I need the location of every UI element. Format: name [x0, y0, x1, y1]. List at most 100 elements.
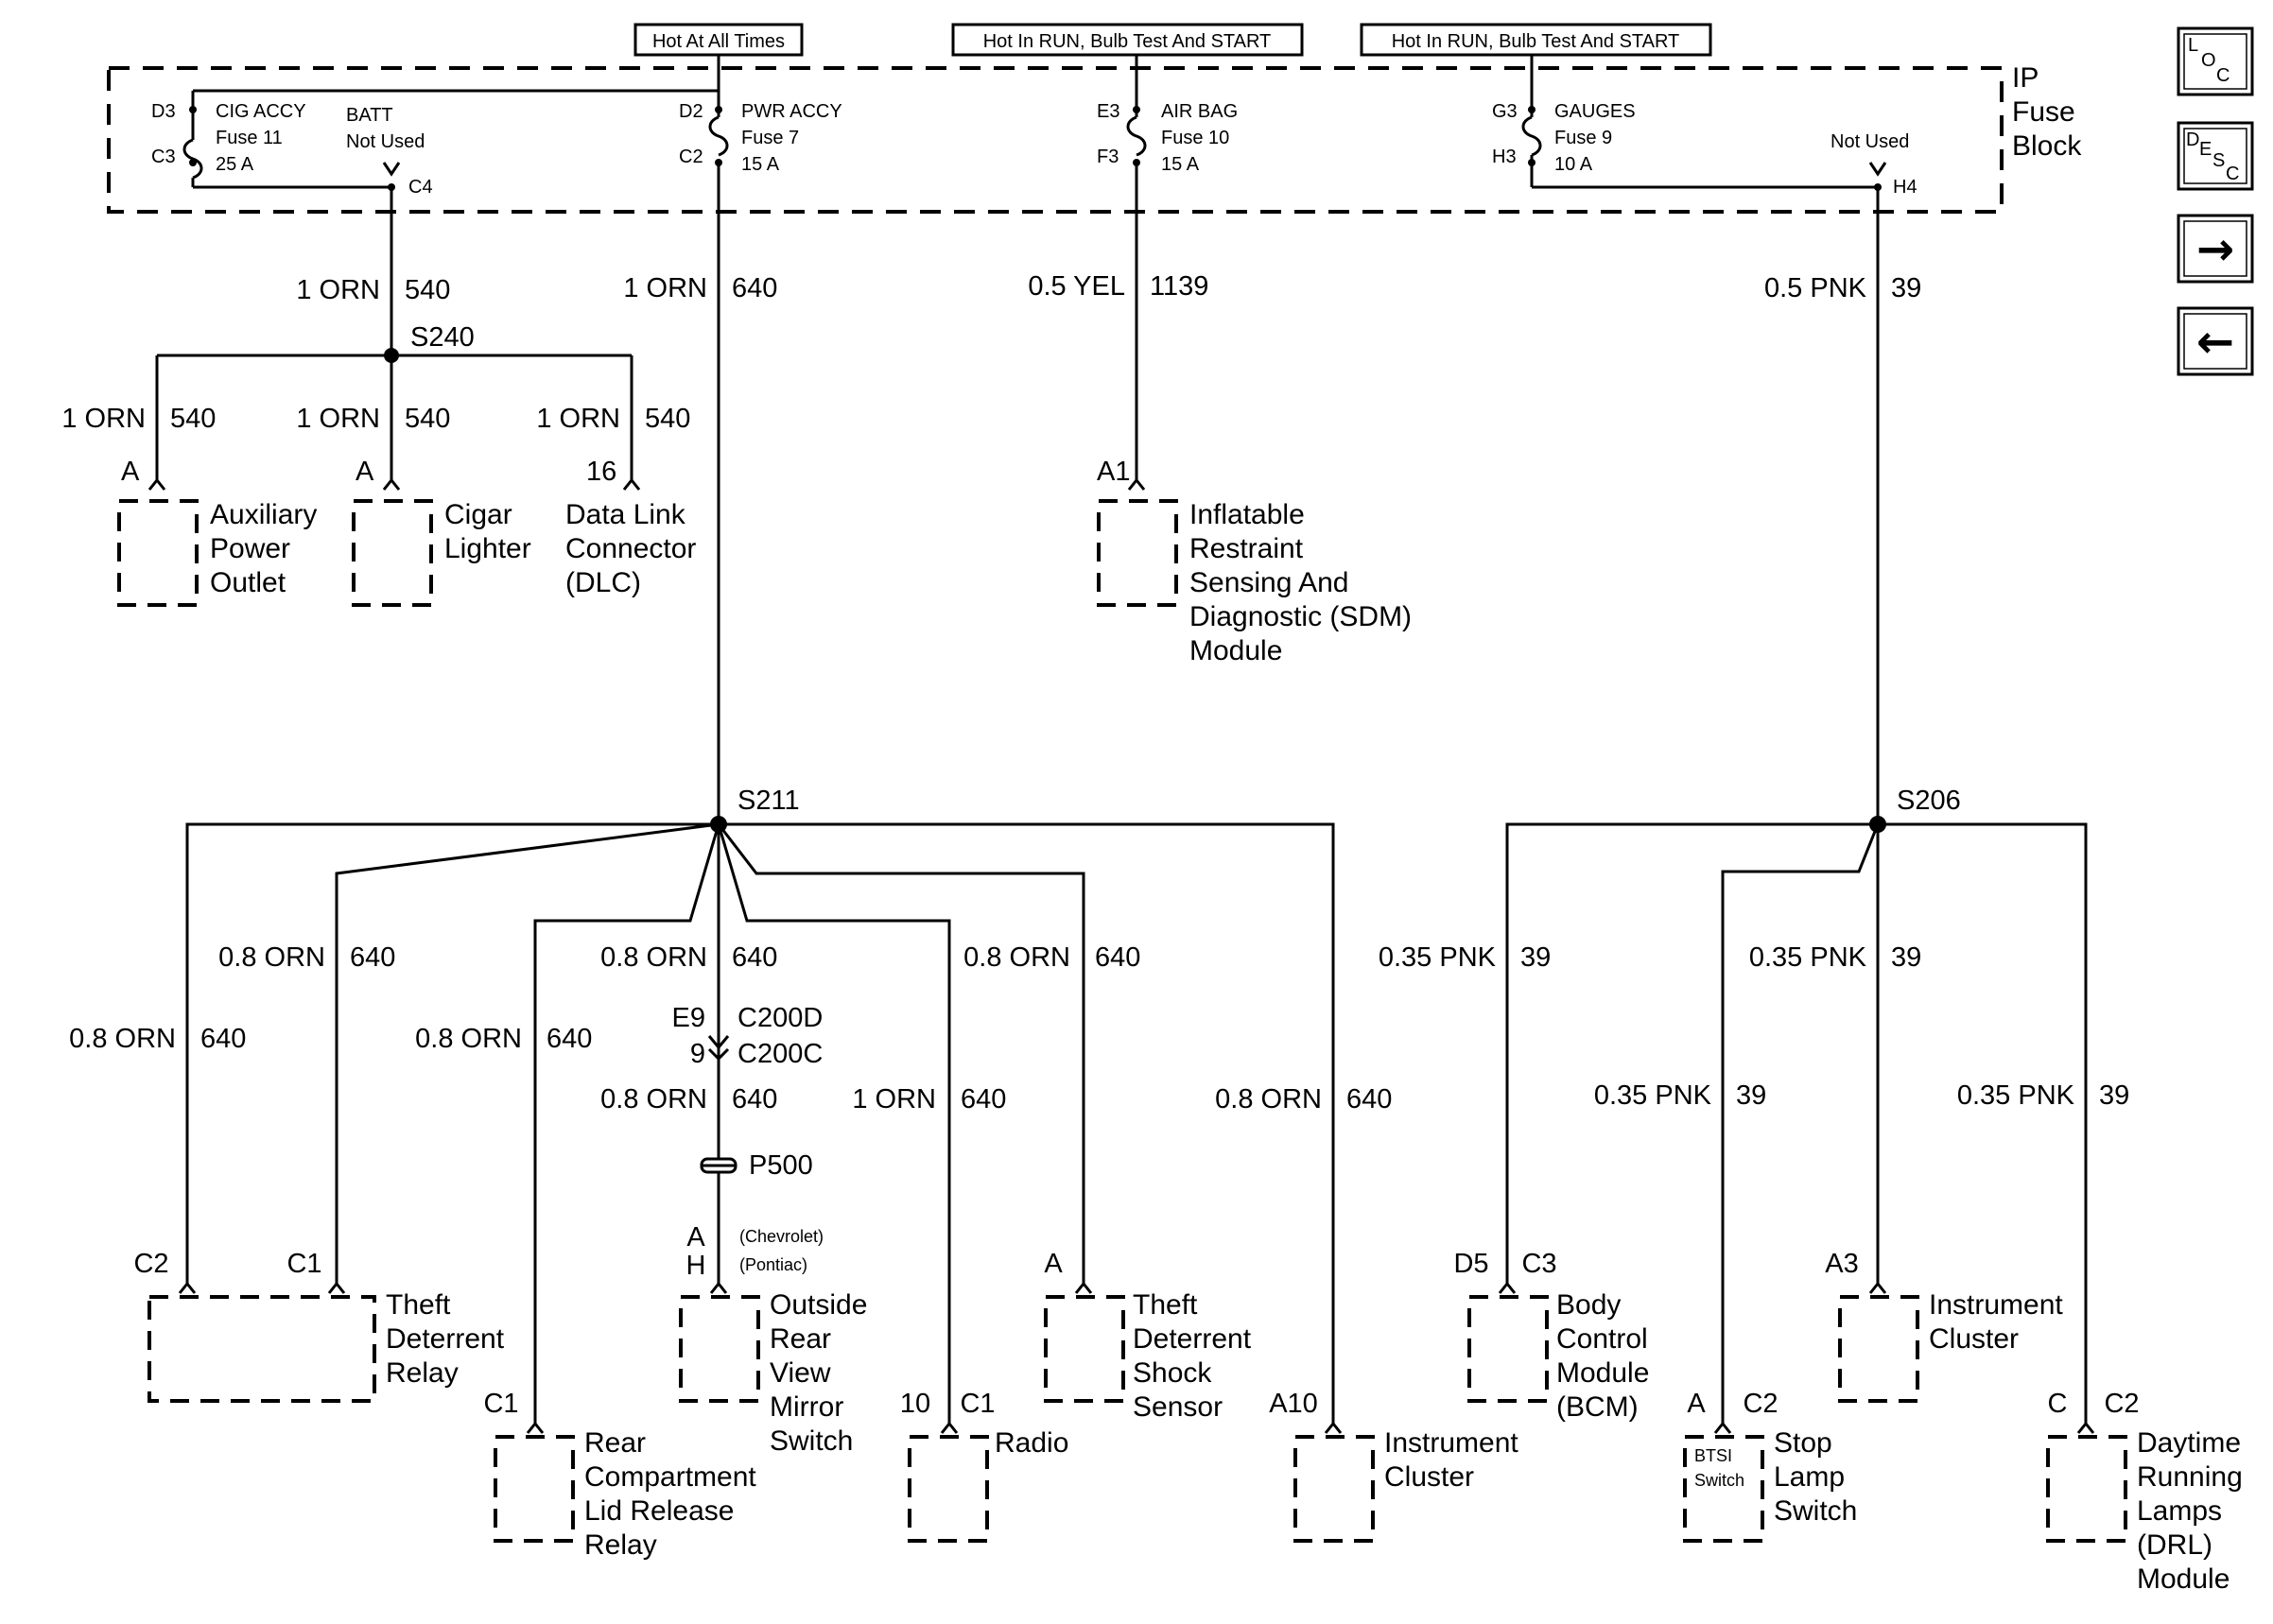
- svg-text:0.8 ORN: 0.8 ORN: [600, 1084, 707, 1114]
- svg-text:P500: P500: [749, 1150, 813, 1181]
- inline-connector-c200: E9 C200D 9 C200C: [672, 1003, 824, 1069]
- svg-text:16: 16: [586, 457, 616, 487]
- svg-text:Instrument: Instrument: [1929, 1289, 2063, 1321]
- svg-text:C1: C1: [960, 1389, 995, 1419]
- svg-text:Rear: Rear: [770, 1323, 831, 1355]
- svg-text:640: 640: [547, 1024, 592, 1054]
- fuse-gauges: G3 H3 GAUGES Fuse 9 10 A: [1492, 68, 1878, 189]
- svg-text:Switch: Switch: [1694, 1471, 1744, 1490]
- svg-text:Fuse: Fuse: [2012, 96, 2075, 128]
- description-button[interactable]: D E S C: [2177, 121, 2254, 191]
- location-button[interactable]: L O C: [2177, 26, 2254, 96]
- svg-text:L: L: [2188, 35, 2198, 56]
- svg-text:Instrument: Instrument: [1384, 1427, 1518, 1459]
- wire-label-cigar: 1 ORN 540: [296, 404, 450, 434]
- svg-text:Lamp: Lamp: [1774, 1461, 1845, 1493]
- wire-label-radio: 1 ORN 640: [852, 1084, 1006, 1114]
- component-auxiliary-power-outlet: A Auxiliary Power Outlet: [117, 457, 317, 607]
- svg-text:A: A: [356, 457, 374, 487]
- wire-label-td-c2: 0.8 ORN 640: [69, 1024, 246, 1054]
- wire-label-540-main: 1 ORN 540: [296, 275, 450, 305]
- svg-text:9: 9: [690, 1039, 705, 1069]
- svg-text:Restraint: Restraint: [1189, 533, 1304, 564]
- svg-text:A: A: [686, 1222, 705, 1253]
- svg-text:Lid Release: Lid Release: [584, 1495, 734, 1527]
- svg-text:Auxiliary: Auxiliary: [210, 499, 317, 530]
- svg-text:Sensor: Sensor: [1133, 1391, 1223, 1423]
- svg-text:640: 640: [732, 942, 777, 973]
- svg-text:0.8 ORN: 0.8 ORN: [963, 942, 1070, 973]
- power-header-hot-in-run-airbag: Hot In RUN, Bulb Test And START: [951, 23, 1304, 57]
- fuse-pwr-accy: D2 C2 PWR ACCY Fuse 7 15 A: [679, 91, 842, 175]
- svg-text:Lamps: Lamps: [2137, 1495, 2222, 1527]
- arrow-left-icon: ←: [2196, 316, 2234, 369]
- h4-not-used: Not Used H4: [1831, 131, 1917, 198]
- wire-label-ic-a3: 0.35 PNK 39: [1749, 942, 1921, 973]
- wire-label-mirror-bottom: 0.8 ORN 640: [600, 1084, 777, 1114]
- svg-text:Not Used: Not Used: [346, 131, 425, 152]
- svg-text:Outlet: Outlet: [210, 567, 286, 598]
- batt-not-used: BATT Not Used C4: [346, 105, 433, 198]
- svg-text:Cluster: Cluster: [1929, 1323, 2019, 1355]
- svg-text:Rear: Rear: [584, 1427, 646, 1459]
- component-drl-module: C C2 Daytime Running Lamps (DRL) Module: [2046, 1389, 2243, 1595]
- svg-text:Control: Control: [1556, 1323, 1648, 1355]
- svg-text:(BCM): (BCM): [1556, 1391, 1639, 1423]
- svg-text:C3: C3: [151, 147, 176, 167]
- svg-text:640: 640: [732, 1084, 777, 1114]
- svg-text:C200C: C200C: [737, 1039, 823, 1069]
- svg-text:0.35 PNK: 0.35 PNK: [1379, 942, 1497, 973]
- svg-text:(DRL): (DRL): [2137, 1529, 2212, 1561]
- splice-s211-label: S211: [737, 786, 800, 816]
- svg-text:1139: 1139: [1150, 271, 1208, 302]
- fuse-air-bag: E3 F3 AIR BAG Fuse 10 15 A: [1097, 68, 1238, 175]
- power-header-hot-in-run-gauges: Hot In RUN, Bulb Test And START: [1360, 23, 1712, 57]
- svg-text:A3: A3: [1825, 1249, 1858, 1279]
- svg-text:Lighter: Lighter: [444, 533, 531, 564]
- next-page-button[interactable]: →: [2177, 214, 2254, 284]
- svg-text:39: 39: [1891, 273, 1921, 303]
- svg-text:10: 10: [900, 1389, 930, 1419]
- svg-text:CIG ACCY: CIG ACCY: [216, 101, 306, 122]
- svg-text:Running: Running: [2137, 1461, 2243, 1493]
- svg-text:640: 640: [961, 1084, 1006, 1114]
- svg-text:Daytime: Daytime: [2137, 1427, 2241, 1459]
- svg-text:C2: C2: [1743, 1389, 1778, 1419]
- svg-text:Power: Power: [210, 533, 290, 564]
- svg-text:0.35 PNK: 0.35 PNK: [1957, 1080, 2075, 1111]
- svg-text:0.8 ORN: 0.8 ORN: [218, 942, 325, 973]
- svg-text:E: E: [2199, 139, 2212, 160]
- svg-text:0.8 ORN: 0.8 ORN: [415, 1024, 522, 1054]
- svg-text:A: A: [1687, 1389, 1706, 1419]
- svg-text:Data Link: Data Link: [565, 499, 686, 530]
- svg-text:Theft: Theft: [386, 1289, 451, 1321]
- svg-text:A: A: [121, 457, 140, 487]
- svg-text:Fuse 11: Fuse 11: [216, 128, 283, 148]
- svg-text:C: C: [2226, 164, 2239, 184]
- svg-text:Not Used: Not Used: [1831, 131, 1909, 152]
- ip-fuse-block-outline: [107, 66, 2004, 214]
- svg-text:Hot At All Times: Hot At All Times: [652, 31, 785, 52]
- svg-text:540: 540: [405, 275, 450, 305]
- mirror-pin-variants: A H (Chevrolet) (Pontiac): [686, 1222, 824, 1281]
- svg-text:C1: C1: [286, 1249, 321, 1279]
- component-radio: 10 C1 Radio: [900, 1389, 1068, 1543]
- svg-text:15 A: 15 A: [741, 154, 780, 175]
- previous-page-button[interactable]: ←: [2177, 306, 2254, 376]
- svg-text:0.35 PNK: 0.35 PNK: [1594, 1080, 1712, 1111]
- svg-text:C4: C4: [408, 177, 433, 198]
- svg-text:Relay: Relay: [584, 1529, 657, 1561]
- component-instrument-cluster-a3: A3 Instrument Cluster: [1825, 1249, 2063, 1403]
- svg-text:0.8 ORN: 0.8 ORN: [69, 1024, 176, 1054]
- svg-text:Stop: Stop: [1774, 1427, 1832, 1459]
- arrow-right-icon: →: [2196, 223, 2234, 276]
- svg-text:Hot In RUN, Bulb Test And STAR: Hot In RUN, Bulb Test And START: [1392, 31, 1680, 52]
- component-cigar-lighter: A Cigar Lighter: [352, 457, 531, 607]
- svg-text:25 A: 25 A: [216, 154, 254, 175]
- svg-text:Module: Module: [2137, 1564, 2230, 1595]
- svg-text:Cluster: Cluster: [1384, 1461, 1474, 1493]
- svg-text:D5: D5: [1453, 1249, 1488, 1279]
- svg-text:(Pontiac): (Pontiac): [739, 1255, 807, 1274]
- svg-text:IP: IP: [2012, 62, 2039, 94]
